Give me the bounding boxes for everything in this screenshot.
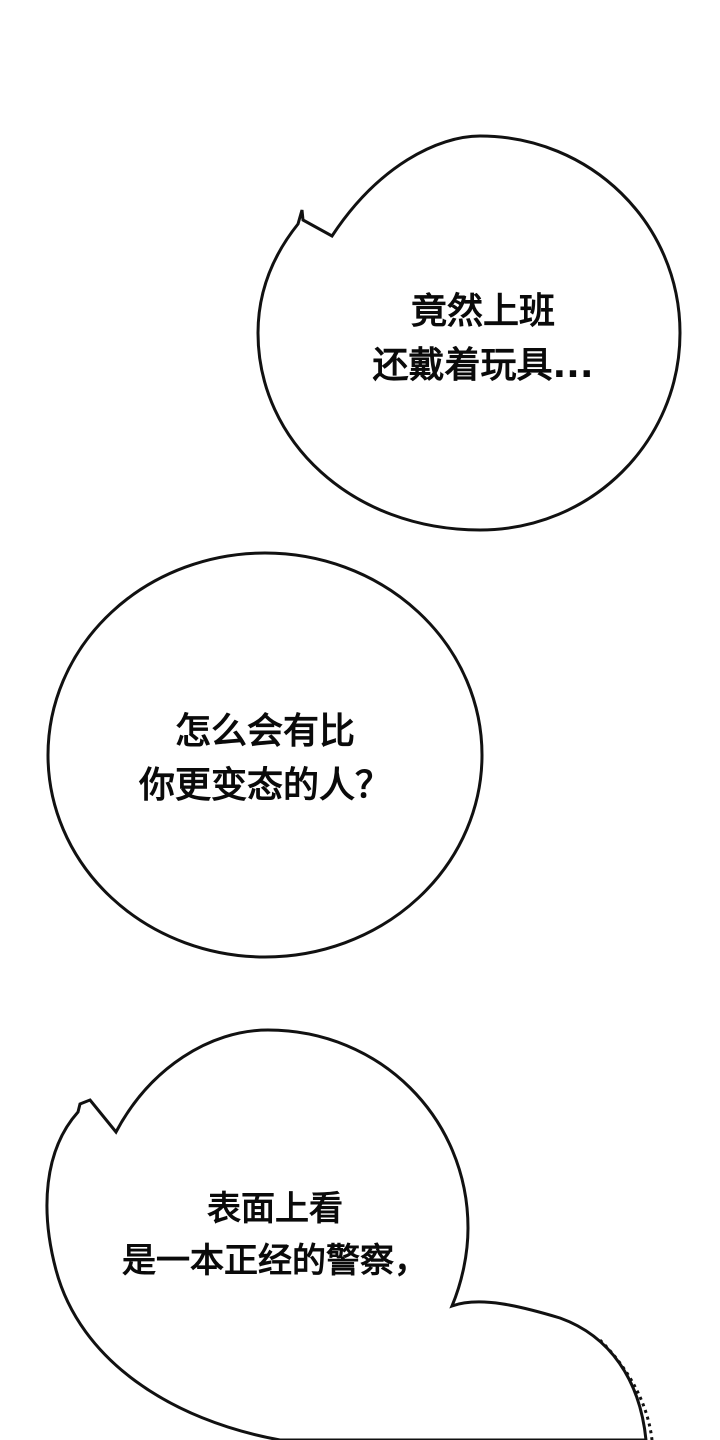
bubble-1-line-2: 还戴着玩具... bbox=[372, 345, 594, 386]
bubble-2-line-2: 你更变态的人？ bbox=[138, 765, 391, 806]
speech-bubble-1 bbox=[256, 134, 682, 532]
bubble-2-line-1: 怎么会有比 bbox=[174, 711, 355, 752]
speech-bubble-3 bbox=[45, 1028, 648, 1440]
speech-bubble-1-text: 竟然上班 还戴着玩具... bbox=[318, 285, 648, 393]
bubble-3-line-2: 是一本正经的警察， bbox=[122, 1241, 428, 1281]
bubble-3-line-1: 表面上看 bbox=[207, 1189, 343, 1229]
speech-bubble-2 bbox=[46, 551, 484, 959]
speech-bubble-2-text: 怎么会有比 你更变态的人？ bbox=[100, 705, 430, 813]
bubble-1-line-1: 竟然上班 bbox=[410, 291, 555, 332]
speech-bubble-3-text: 表面上看 是一本正经的警察， bbox=[80, 1183, 470, 1287]
